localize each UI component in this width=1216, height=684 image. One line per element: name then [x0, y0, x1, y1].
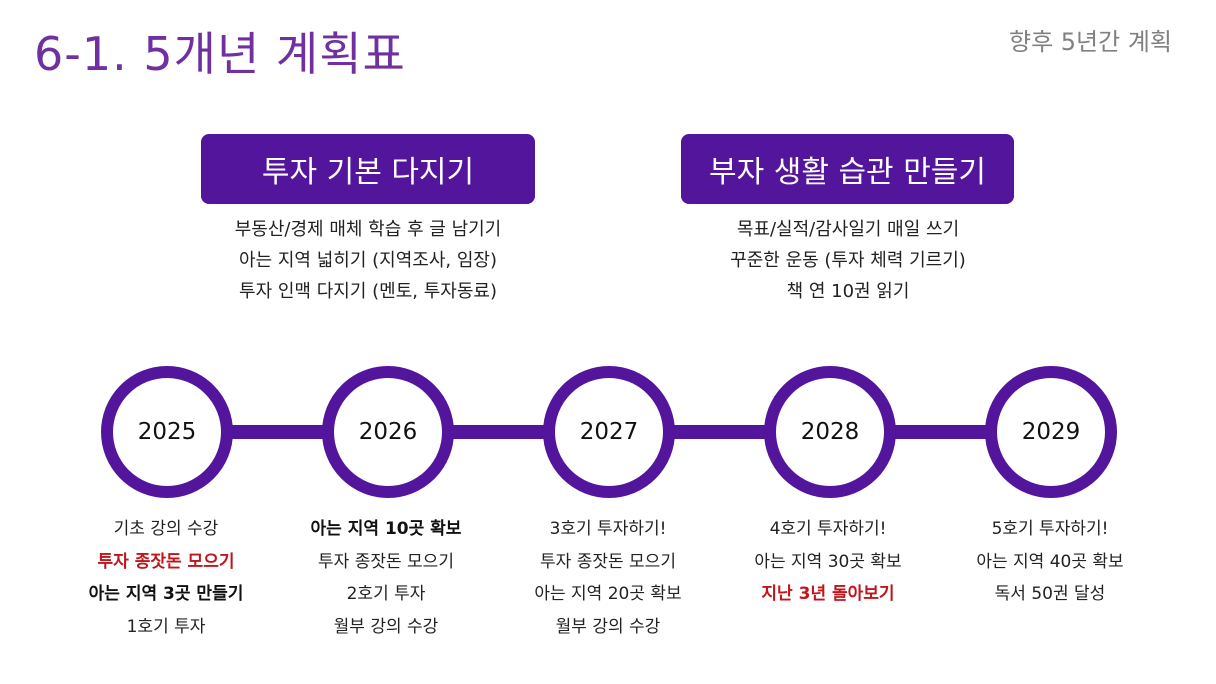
page-subtitle: 향후 5년간 계획 [1008, 28, 1172, 56]
year-plan-list-2029: 5호기 투자하기! 아는 지역 40곳 확보 독서 50권 달성 [945, 513, 1155, 611]
plan-item: 투자 종잣돈 모으기 [540, 551, 676, 572]
year-label: 2028 [800, 419, 860, 445]
plan-item: 월부 강의 수강 [555, 616, 661, 637]
plan-item: 2호기 투자 [346, 584, 426, 604]
year-circle-2026: 2026 [322, 366, 454, 498]
page-title: 6-1. 5개년 계획표 [34, 27, 406, 81]
year-plan-list-2026: 아는 지역 10곳 확보 투자 종잣돈 모으기 2호기 투자 월부 강의 수강 [281, 513, 491, 643]
plan-item: 5호기 투자하기! [991, 519, 1109, 539]
goal-item: 목표/실적/감사일기 매일 쓰기 [736, 219, 960, 240]
goal-item: 책 연 10권 읽기 [786, 281, 910, 302]
plan-item: 독서 50권 달성 [994, 584, 1106, 604]
plan-item: 3호기 투자하기! [549, 519, 667, 539]
year-plan-list-2028: 4호기 투자하기! 아는 지역 30곳 확보 지난 3년 돌아보기 [723, 513, 933, 611]
year-plan-list-2025: 기초 강의 수강 투자 종잣돈 모으기 아는 지역 3곳 만들기 1호기 투자 [61, 513, 271, 643]
goal-item: 꾸준한 운동 (투자 체력 기르기) [730, 250, 966, 271]
section-header-investment-basics: 투자 기본 다지기 [201, 134, 535, 204]
year-label: 2025 [137, 419, 197, 445]
section-header-rich-habits: 부자 생활 습관 만들기 [681, 134, 1014, 204]
plan-item: 아는 지역 30곳 확보 [754, 551, 902, 572]
year-label: 2026 [358, 419, 418, 445]
plan-item: 투자 종잣돈 모으기 [318, 551, 454, 572]
year-label: 2029 [1021, 419, 1081, 445]
year-circle-2028: 2028 [764, 366, 896, 498]
goal-list-rich-habits: 목표/실적/감사일기 매일 쓰기 꾸준한 운동 (투자 체력 기르기) 책 연 … [638, 214, 1058, 307]
plan-item-bold: 아는 지역 3곳 만들기 [88, 584, 244, 604]
year-circle-2029: 2029 [985, 366, 1117, 498]
plan-item: 기초 강의 수강 [113, 519, 219, 539]
plan-item: 월부 강의 수강 [333, 616, 439, 637]
goal-item: 아는 지역 넓히기 (지역조사, 임장) [239, 250, 497, 271]
year-label: 2027 [579, 419, 639, 445]
goal-item: 부동산/경제 매체 학습 후 글 남기기 [234, 219, 502, 240]
year-circle-2025: 2025 [101, 366, 233, 498]
year-plan-list-2027: 3호기 투자하기! 투자 종잣돈 모으기 아는 지역 20곳 확보 월부 강의 … [503, 513, 713, 643]
plan-item: 아는 지역 20곳 확보 [534, 584, 682, 604]
goal-list-investment-basics: 부동산/경제 매체 학습 후 글 남기기 아는 지역 넓히기 (지역조사, 임장… [158, 214, 578, 307]
plan-item-highlight: 지난 3년 돌아보기 [761, 584, 895, 604]
plan-item: 아는 지역 40곳 확보 [976, 551, 1124, 572]
plan-item: 4호기 투자하기! [769, 519, 887, 539]
plan-item: 1호기 투자 [126, 616, 206, 637]
year-circle-2027: 2027 [543, 366, 675, 498]
goal-item: 투자 인맥 다지기 (멘토, 투자동료) [239, 281, 497, 302]
plan-item-highlight: 투자 종잣돈 모으기 [97, 551, 235, 572]
plan-item-bold: 아는 지역 10곳 확보 [310, 519, 462, 539]
